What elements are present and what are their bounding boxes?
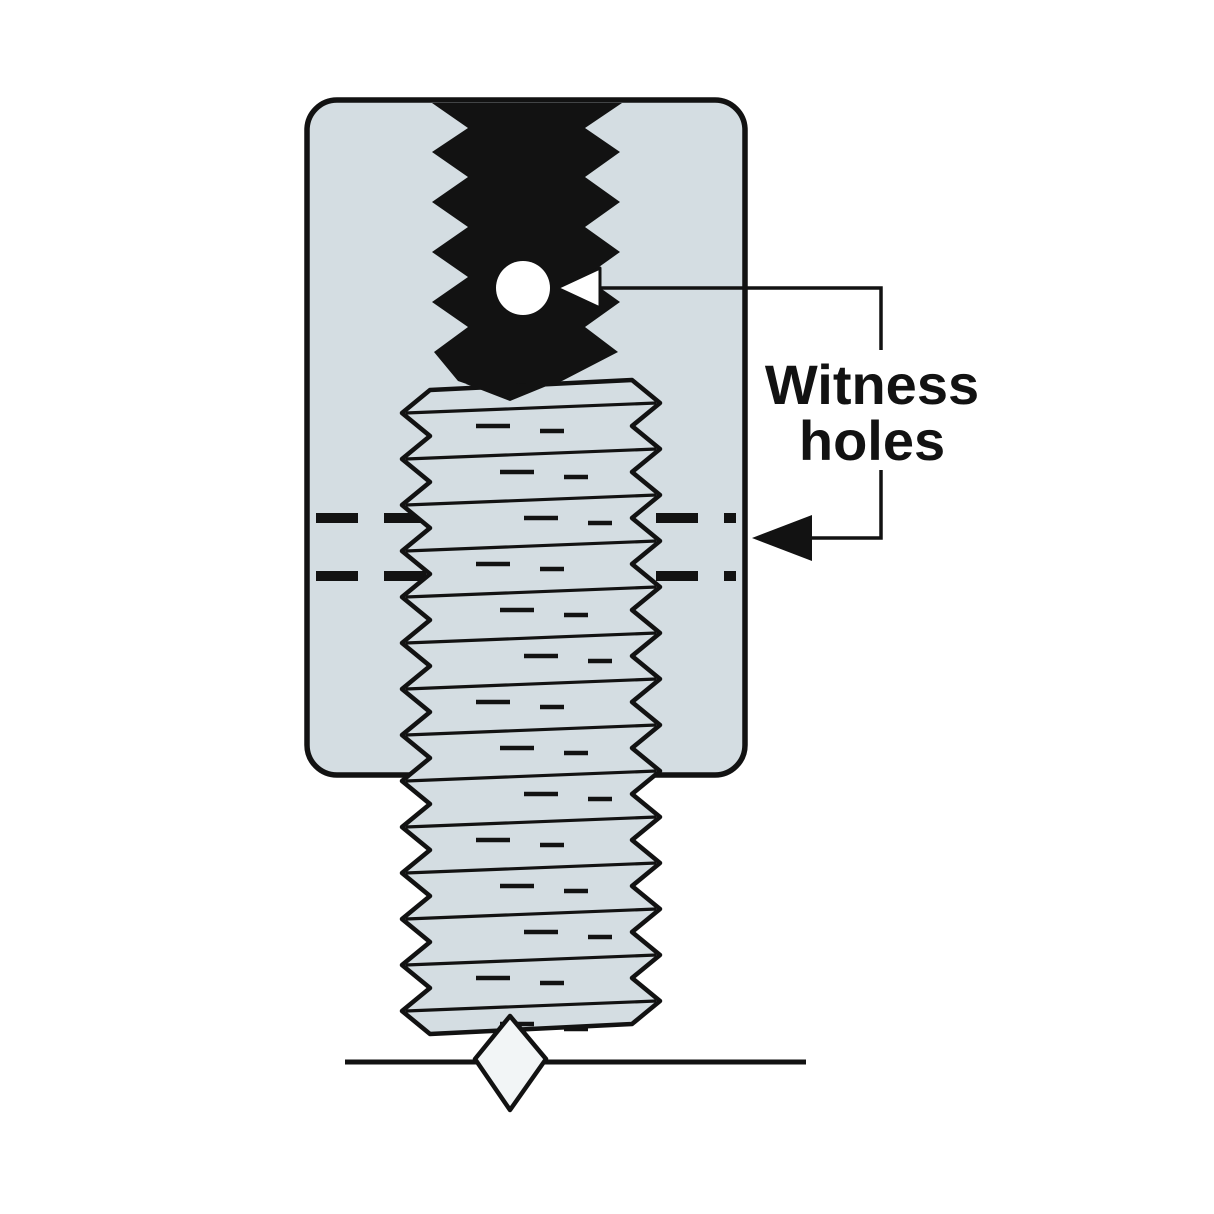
leader-line-top [600, 286, 883, 350]
threaded-rod-outline [399, 377, 663, 1037]
internal-thread [432, 103, 622, 399]
label-holes: holes [799, 409, 945, 472]
thread-flat-marks [476, 423, 612, 1032]
thread-root-vee [466, 383, 554, 401]
label-witness: Witness [765, 353, 979, 416]
witness-hole-circle [496, 261, 550, 315]
threaded-rod [399, 377, 663, 1037]
witness-line-arrow-icon [752, 515, 812, 561]
rod-tip [472, 1013, 549, 1113]
thread-crest-lines [405, 401, 657, 1013]
